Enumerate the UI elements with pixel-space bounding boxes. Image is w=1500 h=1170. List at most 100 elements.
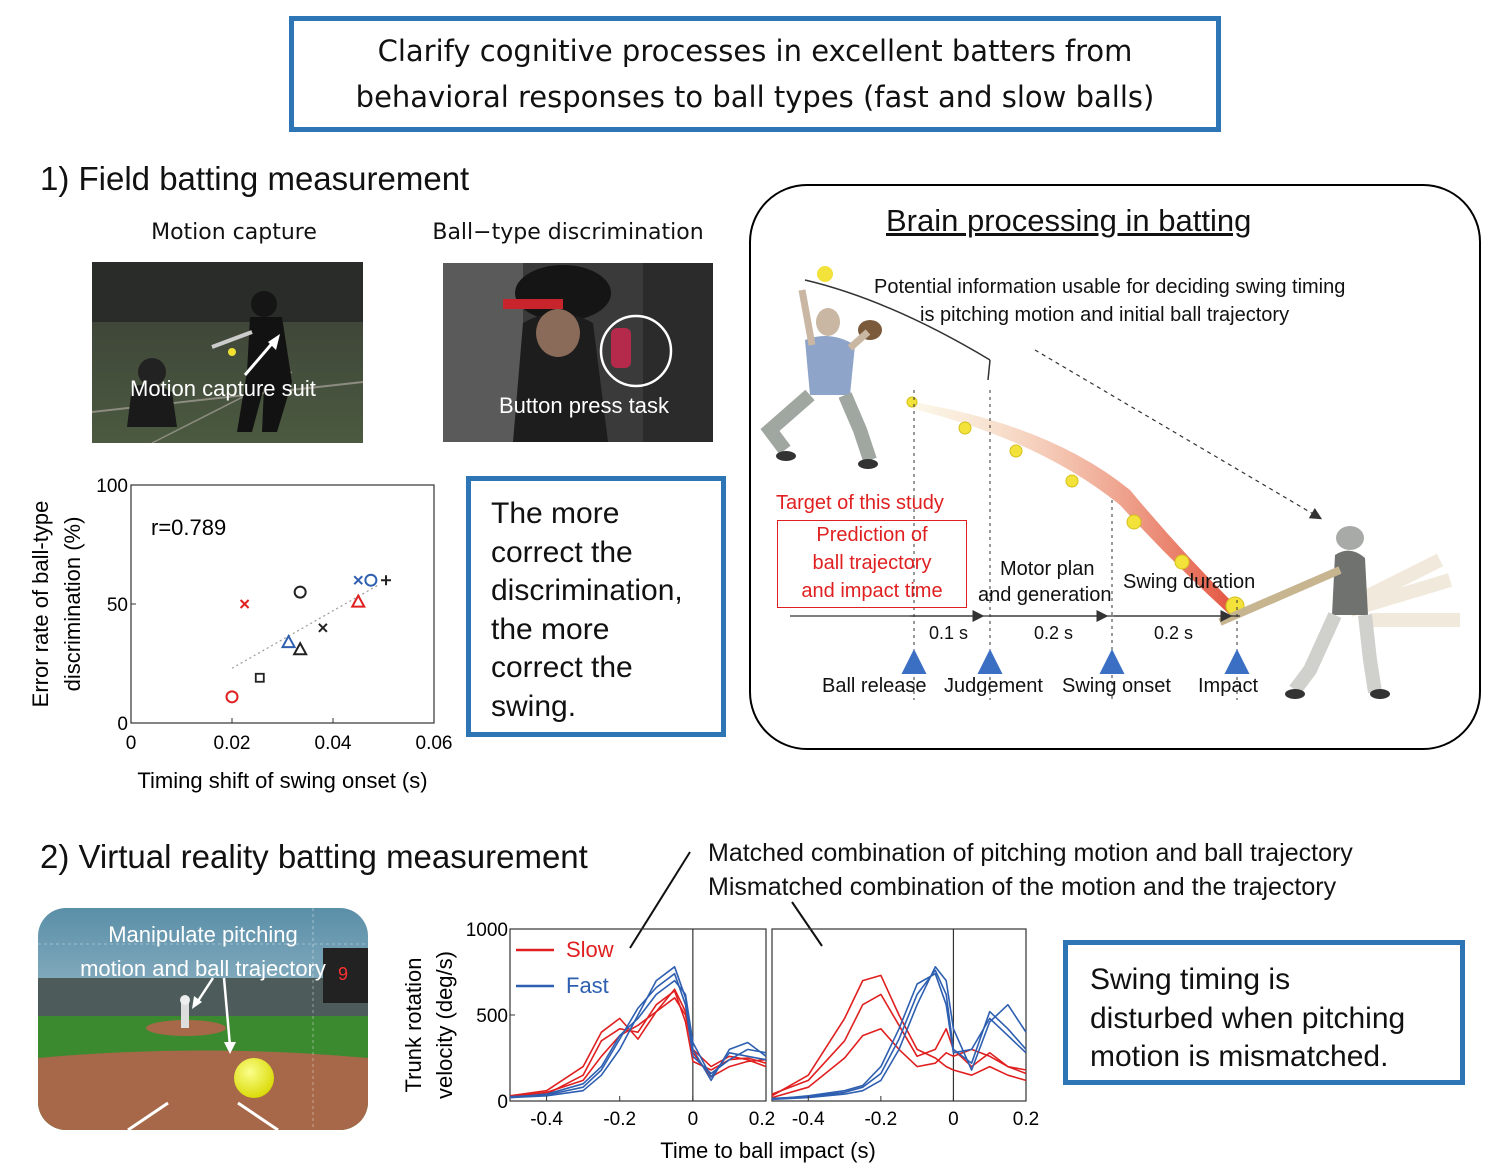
scatter-y-axis-label-1: Error rate of ball-type — [28, 501, 53, 708]
conclusion-1-line-5: correct the — [491, 651, 633, 684]
line-y-axis-label-2: velocity (deg/s) — [432, 951, 457, 1099]
event-judgement: Judgement — [944, 675, 1043, 697]
conclusion-2-line-1: Swing timing is — [1090, 963, 1291, 996]
suit-pointer-arrow — [243, 334, 280, 376]
vr-scoreboard-digit: 9 — [338, 964, 348, 984]
section1-heading: 1) Field batting measurement — [40, 160, 470, 197]
data-point-cross — [353, 575, 363, 585]
vr-scene: 9 Manipulate pitching motion and ball tr… — [38, 908, 368, 1130]
velocity-series-line — [771, 966, 1027, 1101]
conclusion-text-2: Swing timing is disturbed when pitching mo… — [1090, 961, 1460, 1077]
line-x-tick-label: -0.4 — [792, 1109, 825, 1130]
velocity-series-line — [771, 969, 1027, 1100]
line-y-tick-label: 500 — [476, 1006, 508, 1027]
scatter-x-tick-label: 0.02 — [214, 733, 251, 754]
velocity-series-line — [509, 997, 767, 1098]
title-box: Clarify cognitive processes in excellent… — [289, 16, 1221, 132]
velocity-series-line — [509, 972, 767, 1098]
velocity-series-line — [771, 993, 1027, 1095]
line-x-tick-label: 0 — [688, 1109, 699, 1130]
motion-capture-suit-label: Motion capture suit — [130, 376, 316, 401]
correlation-annotation: r=0.789 — [151, 515, 226, 540]
button-highlight-circle — [599, 314, 673, 388]
vr-label-line-2: motion and ball trajectory — [80, 956, 326, 981]
data-point-circle — [293, 585, 307, 599]
legend-label-fast: Fast — [566, 973, 609, 998]
duration-3: 0.2 s — [1154, 623, 1194, 643]
velocity-series-line — [509, 979, 767, 1099]
data-point-circle — [225, 690, 239, 704]
motion-capture-caption: Motion capture — [151, 220, 317, 245]
scatter-x-tick-label: 0.04 — [315, 733, 352, 754]
velocity-series-line — [771, 972, 1027, 1101]
scatter-x-tick-label: 0 — [126, 733, 137, 754]
title-line-1: Clarify cognitive processes in excellent… — [377, 34, 1133, 68]
velocity-series-line — [509, 988, 767, 1097]
motor-plan-line-1: Motor plan — [1000, 558, 1095, 580]
line-x-tick-label: -0.4 — [530, 1109, 563, 1130]
regression-line — [231, 584, 379, 669]
event-ball-release: Ball release — [822, 675, 927, 697]
brain-processing-panel — [749, 184, 1481, 750]
ball-type-photo: Button press task — [443, 263, 713, 442]
brain-title: Brain processing in batting — [886, 203, 1252, 238]
prediction-line-1: Prediction of — [816, 524, 928, 546]
line-x-tick-label: 0.2 — [1013, 1109, 1039, 1130]
line-x-tick-label: 0 — [948, 1109, 959, 1130]
conclusion-1-line-6: swing. — [491, 689, 577, 723]
line-x-tick-label: -0.2 — [864, 1109, 897, 1130]
line-y-axis-label-1: Trunk rotation — [401, 958, 426, 1093]
line-y-tick-label: 0 — [497, 1092, 508, 1113]
batter-figure — [1218, 526, 1460, 699]
matched-label: Matched combination of pitching motion a… — [708, 839, 1353, 867]
brain-info-line-2: is pitching motion and initial ball traj… — [920, 304, 1290, 326]
prediction-box: Prediction of ball trajectory and impact t… — [777, 520, 967, 608]
event-arrows — [901, 649, 1250, 674]
line-x-tick-label: -0.2 — [603, 1109, 636, 1130]
data-point-square — [254, 672, 265, 683]
batting-timeline-diagram — [760, 266, 1460, 700]
line-y-tick-label: 1000 — [466, 920, 508, 941]
button-press-label: Button press task — [499, 393, 669, 418]
scatter-x-tick-label: 0.06 — [416, 733, 453, 754]
section2-heading: 2) Virtual reality batting measurement — [40, 838, 588, 875]
data-point-triangle — [350, 593, 366, 608]
data-point-plus — [381, 575, 392, 586]
data-point-cross — [239, 599, 250, 609]
scatter-y-tick-label: 0 — [117, 714, 128, 735]
line-x-tick-label: 0.2 — [749, 1109, 775, 1130]
button-press-illustration — [443, 263, 713, 442]
velocity-series-line — [771, 1028, 1027, 1099]
legend-label-slow: Slow — [566, 937, 614, 962]
data-point-cross — [318, 623, 328, 633]
prediction-text: Prediction of ball trajectory and impact t… — [778, 521, 966, 605]
scatter-y-tick-label: 100 — [96, 476, 128, 497]
prediction-line-2: ball trajectory — [812, 552, 932, 574]
scatter-y-axis-label-2: discrimination (%) — [60, 517, 85, 692]
conclusion-2-line-2: disturbed when pitching — [1090, 1001, 1406, 1035]
duration-1: 0.1 s — [929, 623, 969, 643]
duration-2: 0.2 s — [1034, 623, 1074, 643]
conclusion-1-line-2: correct the — [491, 535, 633, 569]
event-impact: Impact — [1198, 675, 1259, 697]
conclusion-box-2: Swing timing is disturbed when pitching mo… — [1063, 940, 1465, 1085]
vr-label: Manipulate pitching motion and ball traj… — [38, 918, 368, 986]
conclusion-1-line-3: discrimination, — [491, 574, 683, 607]
pitcher-figure — [760, 266, 991, 469]
vr-stadium-illustration: 9 — [38, 908, 368, 1130]
motion-capture-photo: Motion capture suit — [92, 262, 363, 443]
ball-type-caption: Ball−type discrimination — [432, 220, 704, 245]
vr-label-line-1: Manipulate pitching — [108, 922, 298, 947]
data-point-circle — [364, 573, 378, 587]
prediction-line-3: and impact time — [801, 580, 943, 602]
title-line-2: behavioral responses to ball types (fast… — [355, 80, 1155, 114]
motion-capture-illustration — [92, 262, 363, 443]
conclusion-2-line-3: motion is mismatched. — [1090, 1040, 1389, 1073]
data-point-triangle — [292, 641, 308, 656]
brain-info-line-1: Potential information usable for decidin… — [874, 276, 1346, 298]
mismatched-label: Mismatched combination of the motion and… — [708, 873, 1337, 901]
